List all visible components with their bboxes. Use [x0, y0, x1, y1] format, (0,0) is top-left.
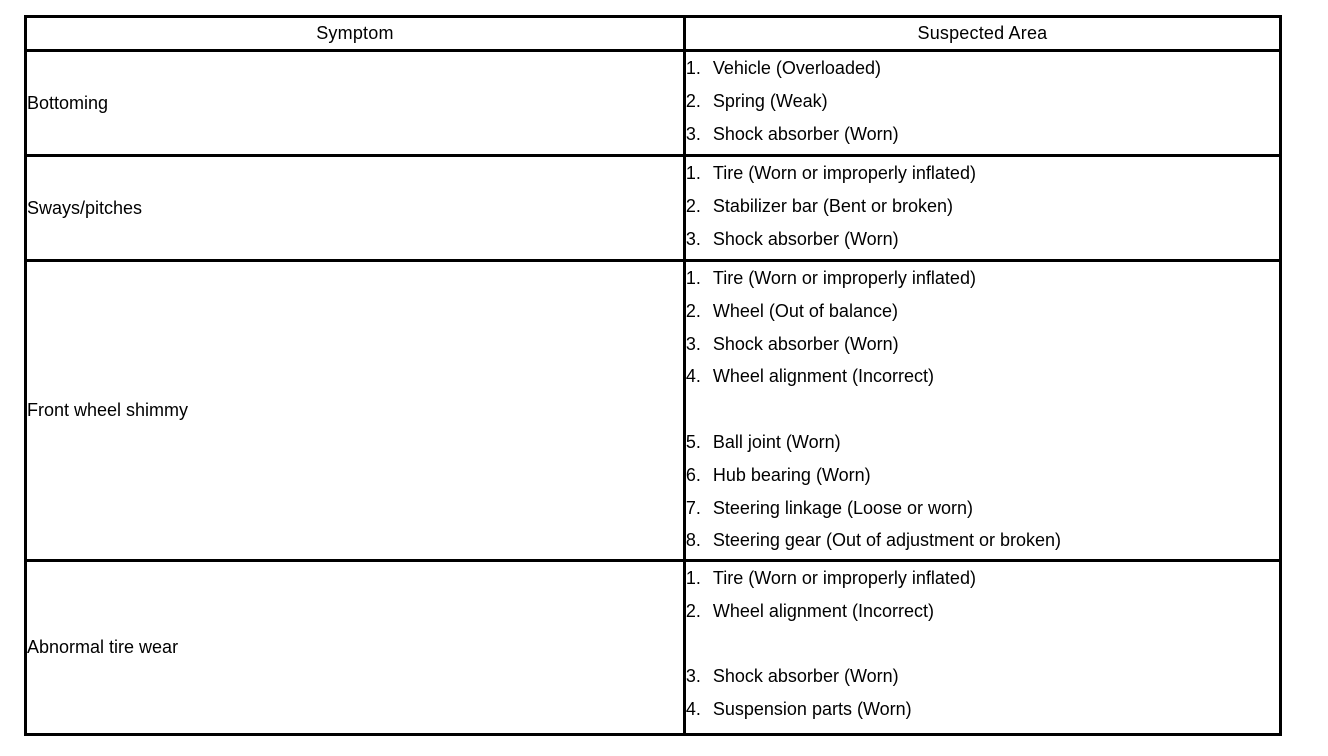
item-text: Wheel (Out of balance): [712, 300, 898, 321]
suspected-area-item: 2. Wheel alignment (Incorrect): [686, 595, 1279, 628]
item-text: Wheel alignment (Incorrect): [712, 366, 934, 387]
table-row: Front wheel shimmy 1. Tire (Worn or impro…: [24, 259, 1283, 562]
suspected-area-item: 4. Suspension parts (Worn): [686, 693, 1279, 726]
table-row: Abnormal tire wear 1. Tire (Worn or impro…: [24, 559, 1283, 736]
item-text: Wheel alignment (Incorrect): [712, 600, 934, 621]
item-text: Shock absorber (Worn): [712, 666, 899, 687]
suspected-area-item: 3. Shock absorber (Worn): [686, 328, 1279, 361]
suspected-area-item: 6. Hub bearing (Worn): [686, 459, 1279, 492]
item-number: 2.: [685, 300, 701, 321]
suspected-area-item: 1. Vehicle (Overloaded): [686, 52, 1279, 85]
item-number: 7.: [685, 497, 701, 518]
item-text: Shock absorber (Worn): [712, 333, 899, 354]
suspected-area-cell: 1. Tire (Worn or improperly inflated) 2. W…: [682, 259, 1283, 562]
item-text: Vehicle (Overloaded): [712, 58, 881, 78]
table-row: Bottoming 1. Vehicle (Overloaded) 2. Sprin…: [24, 49, 1283, 157]
item-number: 8.: [685, 530, 701, 551]
table-row: Sways/pitches 1. Tire (Worn or improperly…: [24, 154, 1283, 262]
suspected-area-item: 1. Tire (Worn or improperly inflated): [686, 157, 1279, 190]
list-gap: [686, 628, 1279, 661]
item-text: Tire (Worn or improperly inflated): [712, 268, 976, 288]
item-number: 4.: [685, 366, 701, 387]
item-text: Spring (Weak): [712, 90, 828, 111]
suspected-area-item: 7. Steering linkage (Loose or worn): [686, 492, 1279, 525]
table-header-row: Symptom Suspected Area: [24, 15, 1283, 52]
item-number: 3.: [685, 228, 701, 249]
suspected-area-cell: 1. Vehicle (Overloaded) 2. Spring (Weak) 3…: [682, 49, 1283, 157]
item-number: 3.: [685, 123, 701, 144]
item-text: Hub bearing (Worn): [712, 464, 871, 485]
suspected-area-item: 2. Spring (Weak): [686, 85, 1279, 118]
item-text: Suspension parts (Worn): [712, 699, 912, 720]
item-text: Tire (Worn or improperly inflated): [712, 568, 976, 588]
symptom-cell: Abnormal tire wear: [24, 559, 686, 736]
suspected-area-item: 4. Wheel alignment (Incorrect): [686, 360, 1279, 393]
item-number: 1.: [685, 58, 701, 78]
item-number: 4.: [685, 699, 701, 720]
suspected-area-cell: 1. Tire (Worn or improperly inflated) 2. S…: [682, 154, 1283, 262]
item-text: Ball joint (Worn): [712, 431, 841, 452]
item-number: 2.: [685, 90, 701, 111]
item-number: 2.: [685, 600, 701, 621]
suspected-area-header: Suspected Area: [682, 15, 1283, 52]
suspected-area-item: 5. Ball joint (Worn): [686, 426, 1279, 459]
item-number: 1.: [685, 163, 701, 183]
list-gap: [686, 393, 1279, 426]
suspected-area-item: 1. Tire (Worn or improperly inflated): [686, 262, 1279, 295]
item-text: Shock absorber (Worn): [712, 123, 899, 144]
item-number: 3.: [685, 666, 701, 687]
item-text: Stabilizer bar (Bent or broken): [712, 195, 953, 216]
suspected-area-item: 2. Wheel (Out of balance): [686, 295, 1279, 328]
suspected-area-item: 2. Stabilizer bar (Bent or broken): [686, 190, 1279, 223]
item-text: Tire (Worn or improperly inflated): [712, 163, 976, 183]
suspected-area-item: 8. Steering gear (Out of adjustment or br…: [686, 524, 1279, 557]
suspected-area-item: 3. Shock absorber (Worn): [686, 223, 1279, 256]
item-number: 2.: [685, 195, 701, 216]
symptom-cell: Bottoming: [24, 49, 686, 157]
item-number: 6.: [685, 464, 701, 485]
item-number: 1.: [685, 268, 701, 288]
suspected-area-item: 3. Shock absorber (Worn): [686, 660, 1279, 693]
item-number: 3.: [685, 333, 701, 354]
item-number: 1.: [685, 568, 701, 588]
item-number: 5.: [685, 431, 701, 452]
symptom-cell: Front wheel shimmy: [24, 259, 686, 562]
item-text: Steering gear (Out of adjustment or brok…: [712, 530, 1062, 551]
item-text: Steering linkage (Loose or worn): [712, 497, 974, 518]
suspected-area-item: 1. Tire (Worn or improperly inflated): [686, 562, 1279, 595]
symptom-table: Symptom Suspected Area Bottoming 1. Vehic…: [24, 15, 1283, 736]
item-text: Shock absorber (Worn): [712, 228, 899, 249]
suspected-area-cell: 1. Tire (Worn or improperly inflated) 2. W…: [682, 559, 1283, 736]
suspected-area-item: 3. Shock absorber (Worn): [686, 118, 1279, 151]
symptom-header: Symptom: [24, 15, 686, 52]
symptom-cell: Sways/pitches: [24, 154, 686, 262]
